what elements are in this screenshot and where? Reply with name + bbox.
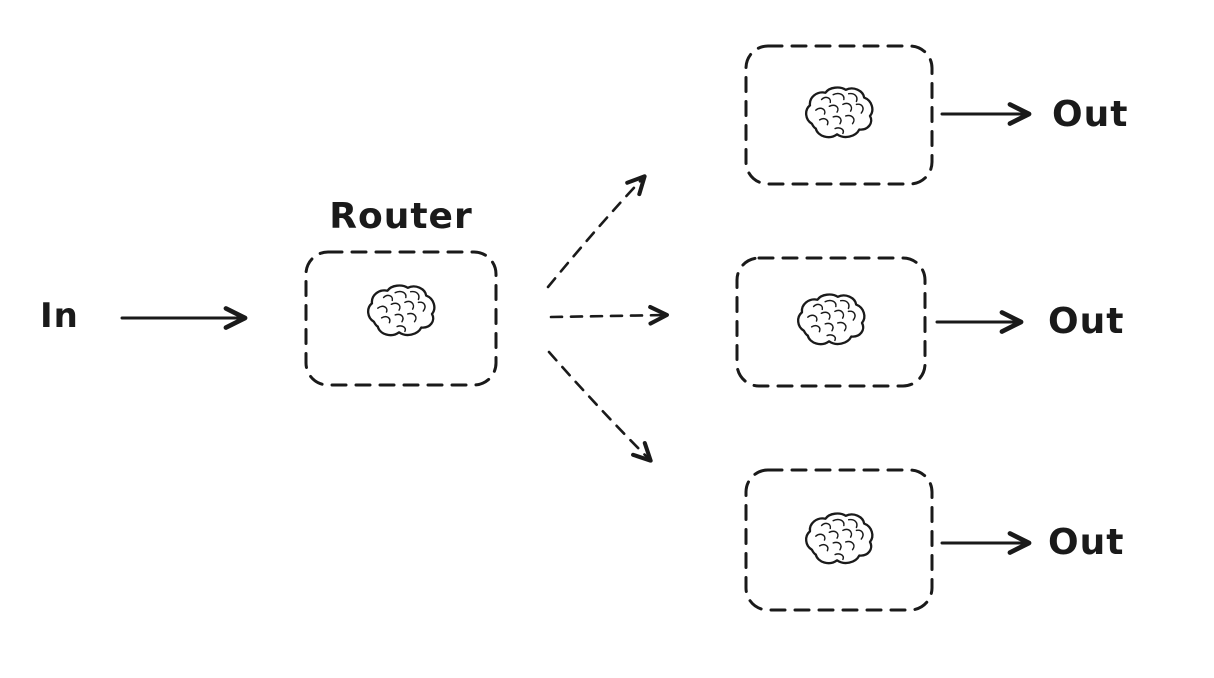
- expert-box-3: [744, 468, 934, 612]
- router-branch-arrow-bottom: [547, 350, 653, 463]
- router-label: Router: [329, 196, 473, 237]
- out-label-2: Out: [1048, 301, 1125, 342]
- in-label: In: [40, 296, 79, 336]
- router-box: [304, 250, 498, 387]
- brain-icon: [792, 292, 870, 352]
- out-label-3: Out: [1048, 522, 1125, 563]
- expert-box-1: [744, 44, 934, 186]
- router-branch-arrow-middle: [549, 304, 669, 326]
- expert-box-2: [735, 256, 927, 388]
- out-label-1: Out: [1052, 94, 1129, 135]
- brain-icon: [362, 283, 440, 343]
- brain-icon: [800, 85, 878, 145]
- router-branch-arrow-top: [546, 174, 647, 289]
- brain-icon: [800, 511, 878, 571]
